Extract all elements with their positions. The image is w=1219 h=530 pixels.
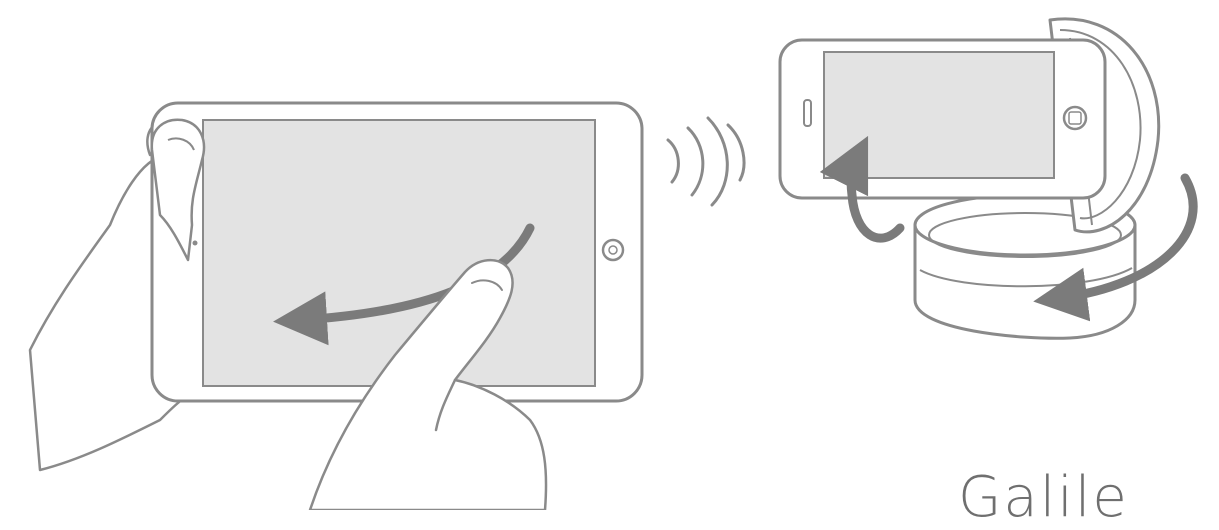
illustration [0, 0, 1219, 510]
tablet-screen [203, 120, 595, 386]
camera-icon [193, 241, 198, 246]
home-button-icon [603, 240, 623, 260]
phone-icon [780, 40, 1105, 198]
phone-home-button-icon [1064, 107, 1086, 129]
wireless-signal-icon [668, 118, 744, 205]
brand-wordmark: Galile [958, 470, 1129, 526]
